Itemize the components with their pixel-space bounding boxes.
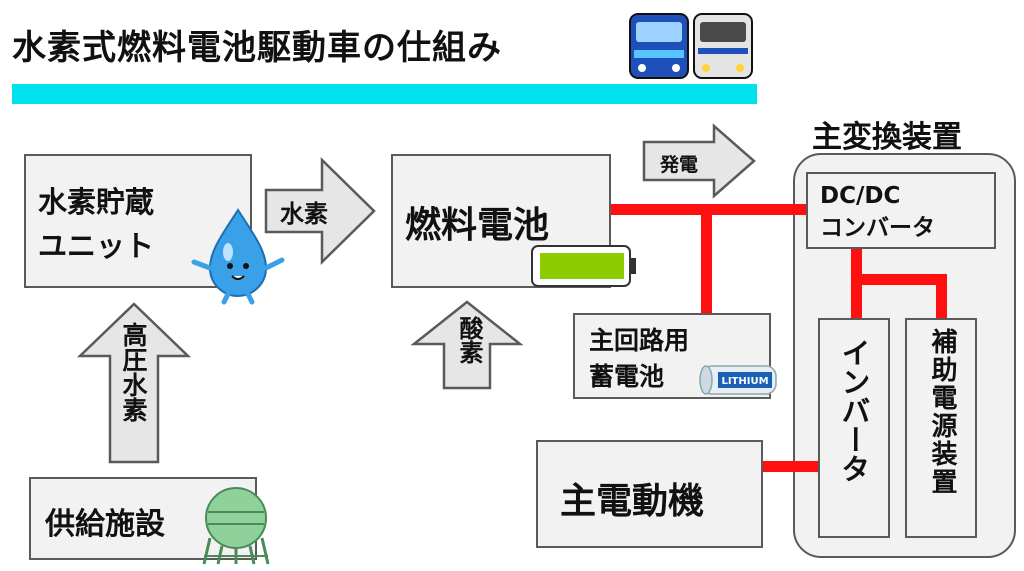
train-icon — [629, 13, 753, 79]
dcdc-converter-box: DC/DC コンバータ — [806, 172, 996, 249]
oxygen-arrow — [410, 300, 524, 390]
aux-power-label: 補助電源装置 — [927, 328, 957, 496]
wire-dcdc-aux-v — [936, 274, 947, 320]
main-motor-label: 主電動機 — [560, 481, 705, 522]
fuel-cell-label: 燃料電池 — [405, 205, 550, 246]
title-underline — [12, 84, 757, 104]
water-drop-icon — [191, 208, 285, 305]
aux-power-box: 補助電源装置 — [905, 318, 977, 538]
dcdc-converter-label: DC/DC コンバータ — [820, 183, 935, 241]
hydrogen-storage-label: 水素貯蔵 ユニット — [38, 185, 155, 263]
oxygen-arrow-label: 酸素 — [455, 316, 483, 364]
hydrogen-arrow-label: 水素 — [280, 200, 328, 228]
high-pressure-hydrogen-label: 高圧水素 — [119, 322, 148, 422]
generation-arrow — [642, 123, 756, 199]
wire-motor-inverter — [762, 461, 820, 472]
generation-arrow-label: 発電 — [660, 154, 699, 176]
page-title: 水素式燃料電池駆動車の仕組み — [12, 28, 502, 68]
lithium-battery-label: LITHIUM — [721, 376, 768, 387]
inverter-label: インバータ — [837, 338, 871, 483]
wire-dcdc-aux-h — [851, 274, 947, 285]
main-battery-label: 主回路用 蓄電池 — [589, 326, 690, 391]
gas-tank-icon — [202, 487, 270, 565]
high-pressure-hydrogen-arrow — [76, 302, 192, 464]
hydrogen-arrow — [264, 157, 376, 265]
inverter-box: インバータ — [818, 318, 890, 538]
supply-facility-label: 供給施設 — [45, 507, 165, 542]
lithium-battery-icon: LITHIUM — [699, 365, 777, 395]
main-converter-label: 主変換装置 — [812, 120, 962, 155]
main-motor-box: 主電動機 — [536, 440, 763, 548]
wire-to-battery — [701, 204, 712, 314]
battery-level-icon — [531, 245, 636, 287]
